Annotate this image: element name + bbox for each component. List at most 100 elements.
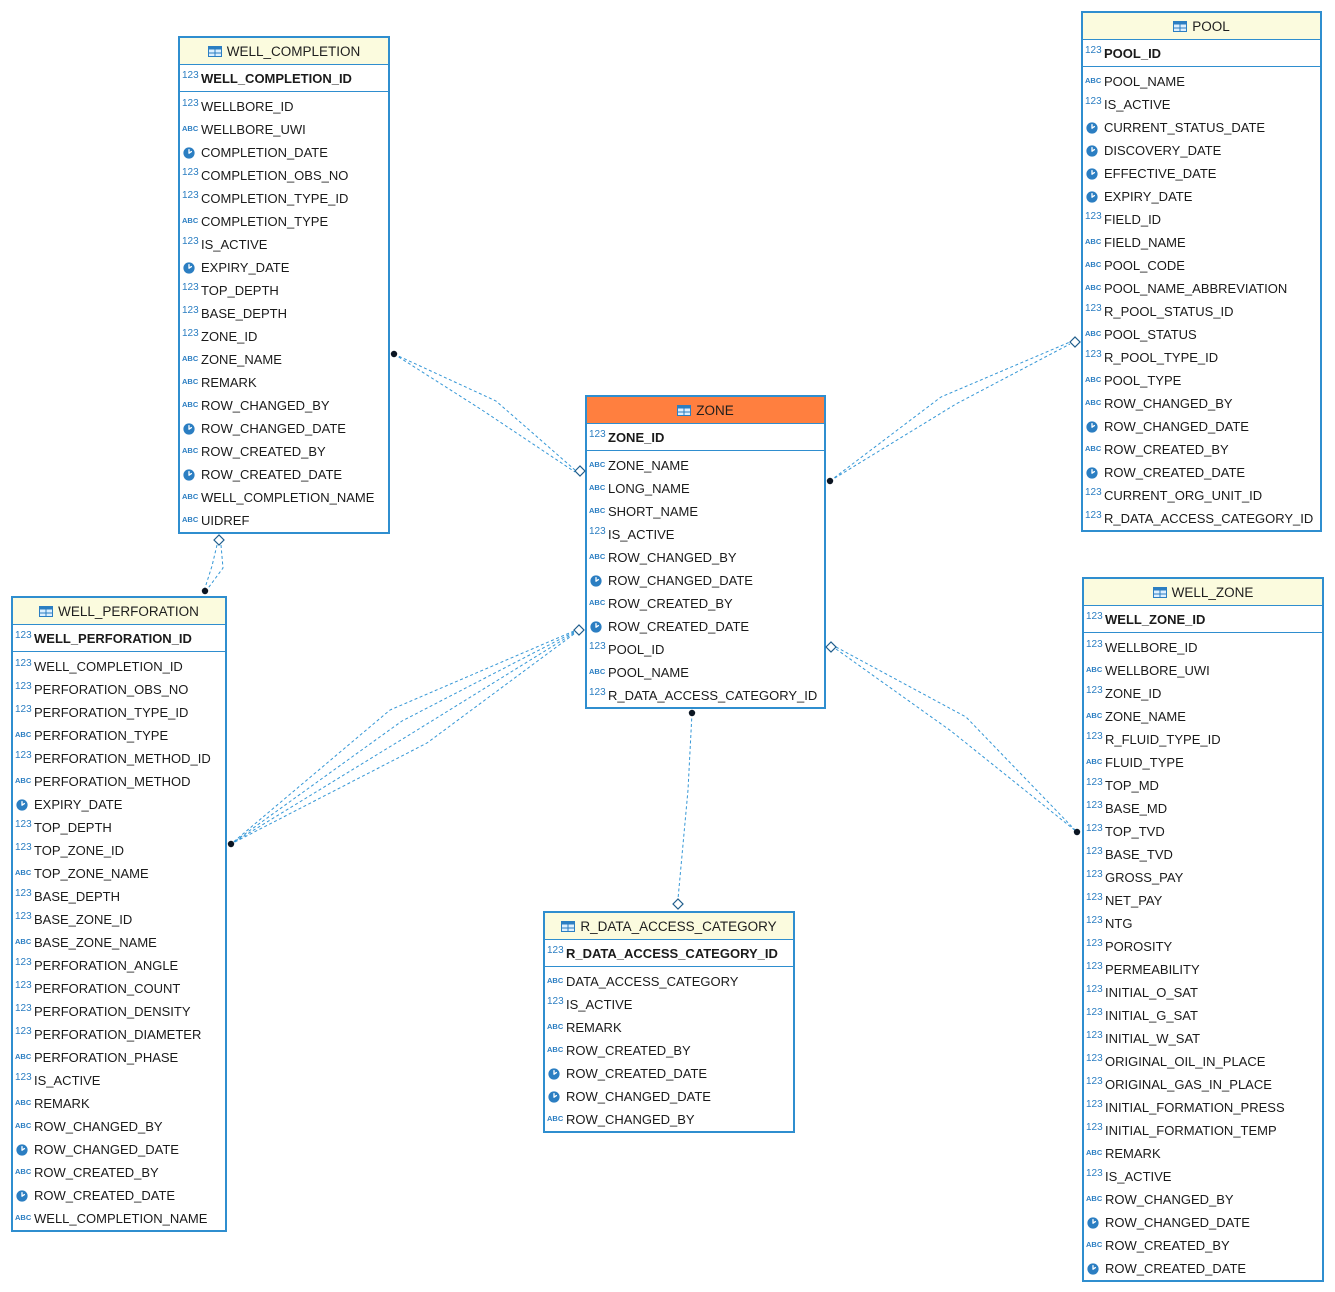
relation-line[interactable] bbox=[835, 646, 1078, 833]
column-row-changed-date[interactable]: ROW_CHANGED_DATE bbox=[545, 1085, 793, 1108]
relation-line[interactable] bbox=[230, 630, 575, 845]
column-row-created-date[interactable]: ROW_CREATED_DATE bbox=[587, 615, 824, 638]
column-expiry-date[interactable]: EXPIRY_DATE bbox=[13, 793, 225, 816]
table-header[interactable]: WELL_PERFORATION bbox=[13, 598, 225, 625]
table-header[interactable]: WELL_ZONE bbox=[1084, 579, 1322, 606]
relation-line[interactable] bbox=[230, 632, 575, 845]
column-row-created-date[interactable]: ROW_CREATED_DATE bbox=[13, 1184, 225, 1207]
column-row-created-date[interactable]: ROW_CREATED_DATE bbox=[1084, 1257, 1322, 1280]
column-row-changed-date[interactable]: ROW_CHANGED_DATE bbox=[13, 1138, 225, 1161]
column-expiry-date[interactable]: EXPIRY_DATE bbox=[180, 256, 388, 279]
relation-zone-r-data-access-category[interactable] bbox=[672, 709, 696, 910]
relation-line[interactable] bbox=[230, 631, 575, 845]
table-header[interactable]: ZONE bbox=[587, 397, 824, 424]
column-completion-date[interactable]: COMPLETION_DATE bbox=[180, 141, 388, 164]
relation-line[interactable] bbox=[835, 648, 1078, 833]
column-row-created-date[interactable]: ROW_CREATED_DATE bbox=[1083, 461, 1320, 484]
relation-line[interactable] bbox=[829, 341, 1071, 482]
column-row-changed-date[interactable]: ROW_CHANGED_DATE bbox=[180, 417, 388, 440]
column-row-created-date[interactable]: ROW_CREATED_DATE bbox=[545, 1062, 793, 1085]
relation-line[interactable] bbox=[205, 544, 224, 592]
column-row-created-date[interactable]: ROW_CREATED_DATE bbox=[180, 463, 388, 486]
relation-line[interactable] bbox=[829, 343, 1071, 482]
relation-line[interactable] bbox=[230, 633, 575, 845]
column-current-status-date[interactable]: CURRENT_STATUS_DATE bbox=[1083, 116, 1320, 139]
